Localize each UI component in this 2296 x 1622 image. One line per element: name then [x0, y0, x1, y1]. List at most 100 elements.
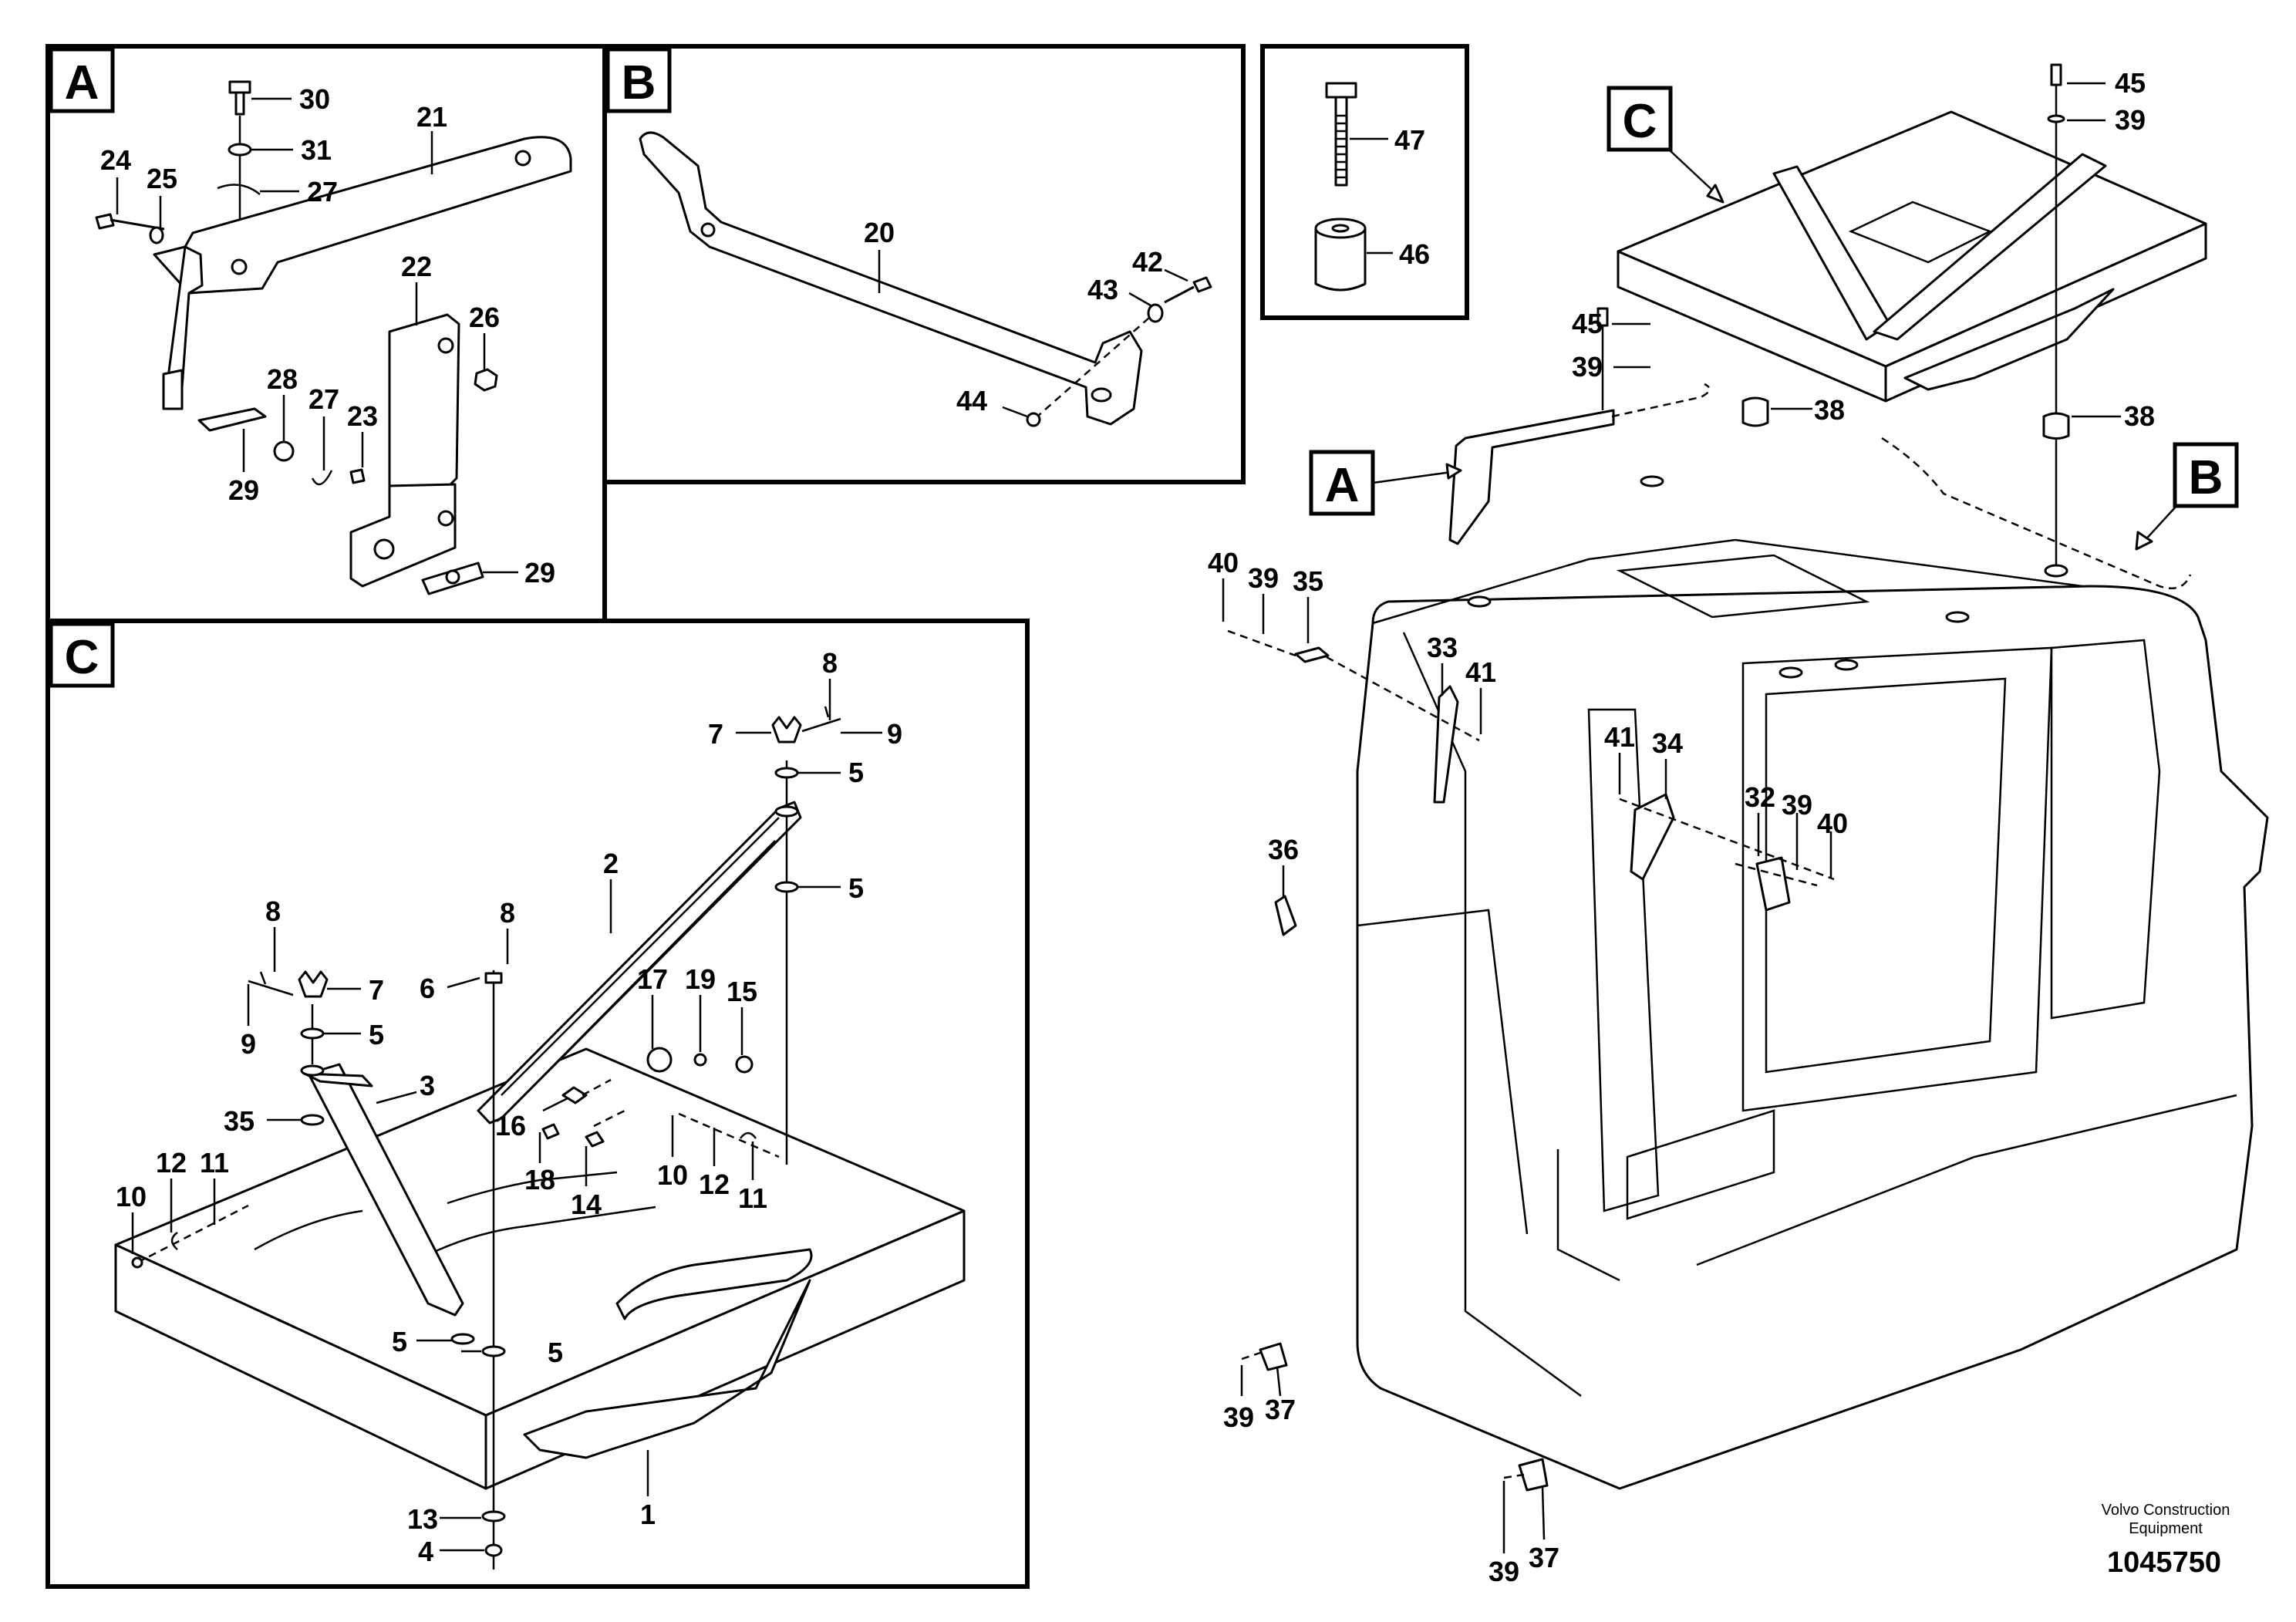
label-29b: 29 [524, 557, 555, 588]
label-26: 26 [469, 302, 500, 333]
wing-nut-icon [771, 716, 802, 744]
bracket-21 [153, 136, 572, 295]
washer-icon [273, 440, 295, 462]
bolt-icon [1325, 82, 1357, 187]
label-41: 41 [1465, 656, 1496, 688]
bolt-icon [1164, 276, 1212, 304]
washer-icon [2047, 114, 2065, 123]
label-5e: 5 [548, 1337, 563, 1368]
label-18: 18 [524, 1164, 555, 1195]
label-4: 4 [418, 1536, 433, 1567]
label-39c: 39 [1248, 562, 1279, 594]
label-5: 5 [848, 757, 864, 788]
bolt-icon [228, 80, 251, 116]
panel-a-badge: A [49, 47, 115, 113]
washer-icon [300, 1027, 325, 1040]
label-20: 20 [864, 217, 895, 248]
label-11b: 11 [738, 1182, 767, 1214]
label-39d: 39 [1782, 789, 1812, 821]
label-3: 3 [420, 1070, 435, 1101]
hinge-plate-icon [1259, 1342, 1288, 1371]
strut-3 [307, 1063, 464, 1317]
bolt-icon [2050, 63, 2062, 86]
label-45b: 45 [1572, 308, 1603, 339]
panel-b: B 20 42 43 44 [602, 44, 1246, 484]
label-44: 44 [956, 385, 987, 416]
label-40: 40 [1208, 547, 1239, 578]
label-31: 31 [301, 134, 332, 166]
nut-icon [484, 1543, 503, 1557]
label-19: 19 [685, 963, 716, 995]
label-9b: 9 [241, 1028, 256, 1060]
wing-nut-icon [298, 970, 329, 998]
panel-b-badge: B [605, 47, 672, 113]
label-7: 7 [708, 718, 723, 750]
label-46: 46 [1399, 238, 1430, 270]
panel-c: C [46, 619, 1030, 1589]
brand-line-2: Equipment [2129, 1520, 2203, 1537]
svg-text:A: A [1325, 459, 1360, 512]
svg-text:A: A [65, 56, 99, 110]
label-12b: 12 [699, 1168, 730, 1200]
label-2: 2 [603, 848, 619, 879]
label-10: 10 [116, 1181, 147, 1212]
label-41b: 41 [1604, 721, 1635, 753]
cab-assembly: C A B [1208, 63, 2269, 1587]
washer-icon [450, 1333, 475, 1345]
label-35: 35 [224, 1105, 255, 1137]
label-25: 25 [147, 163, 177, 194]
label-39: 39 [2115, 104, 2146, 136]
label-42: 42 [1132, 246, 1163, 278]
label-36: 36 [1268, 834, 1299, 865]
label-30: 30 [299, 83, 330, 115]
label-33: 33 [1427, 632, 1458, 663]
svg-text:C: C [65, 631, 99, 684]
label-32: 32 [1745, 781, 1775, 813]
washer-icon [1147, 303, 1164, 323]
label-6: 6 [420, 973, 435, 1004]
label-5d: 5 [392, 1326, 407, 1357]
callout-c: C [1607, 86, 1673, 152]
label-45: 45 [2115, 67, 2146, 99]
label-7b: 7 [369, 974, 384, 1006]
washer-icon [149, 226, 164, 244]
hinge-plate-icon [1274, 895, 1297, 936]
label-47: 47 [1394, 124, 1425, 156]
label-23: 23 [347, 400, 378, 432]
label-35: 35 [1293, 565, 1323, 597]
label-34: 34 [1652, 727, 1683, 759]
label-15: 15 [727, 976, 757, 1007]
label-21: 21 [416, 101, 447, 133]
label-5c: 5 [369, 1019, 384, 1050]
label-8: 8 [822, 647, 838, 679]
washer-icon [481, 1345, 506, 1357]
panel-detail: 47 46 [1260, 44, 1469, 320]
hinge-plate-icon [1433, 685, 1459, 804]
svg-text:B: B [622, 56, 656, 110]
washer-icon [774, 881, 799, 893]
label-39f: 39 [1489, 1556, 1519, 1587]
label-10b: 10 [657, 1159, 688, 1191]
bolt-icon [484, 972, 503, 984]
nut-icon [1026, 412, 1041, 427]
clip-plate-icon [197, 407, 267, 432]
label-12: 12 [156, 1147, 187, 1179]
bracket-a [1448, 409, 1615, 545]
svg-text:C: C [1623, 95, 1657, 148]
label-1: 1 [640, 1499, 656, 1530]
label-38: 38 [1814, 394, 1845, 426]
svg-text:B: B [2189, 451, 2224, 504]
reference-number: 1045750 [2107, 1546, 2221, 1579]
hinge-plate-icon [1518, 1458, 1549, 1492]
label-39b: 39 [1572, 351, 1603, 383]
cab-body [1356, 585, 2269, 1490]
spacer-icon [1741, 396, 1769, 427]
label-16: 16 [495, 1110, 526, 1141]
washer-icon [300, 1114, 325, 1126]
label-17: 17 [637, 963, 668, 995]
label-24: 24 [100, 144, 131, 176]
hinge-plate-icon [1294, 646, 1330, 663]
label-8c: 8 [265, 895, 281, 927]
label-37b: 37 [1529, 1542, 1559, 1573]
